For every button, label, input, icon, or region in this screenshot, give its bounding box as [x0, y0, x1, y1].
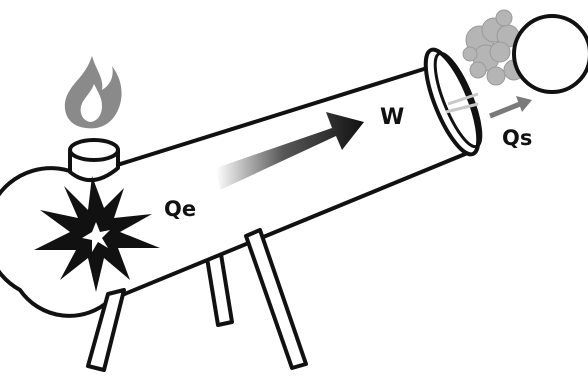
leg-front-right: [246, 230, 306, 368]
heat-input-label: Qe: [164, 199, 196, 220]
exhaust-balloon: [514, 16, 588, 92]
work-label: W: [380, 107, 404, 129]
heat-output-label: Qs: [502, 128, 532, 149]
flame-icon: [65, 56, 122, 128]
intake-dome: [70, 140, 118, 180]
